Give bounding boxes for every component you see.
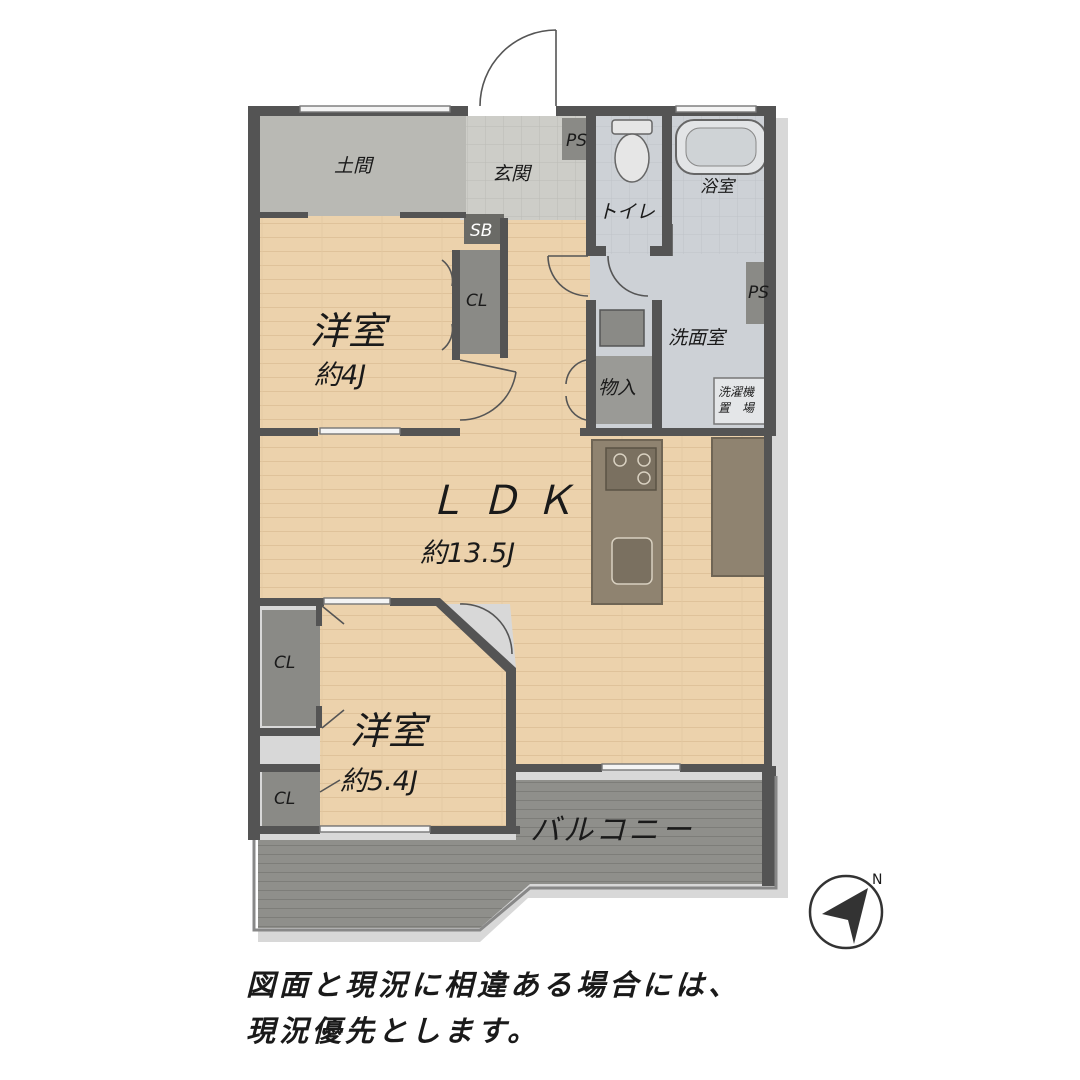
cl-3-label: CL (274, 789, 295, 809)
balcony-floor (258, 780, 772, 928)
floor-plan: 土間 玄関 PS トイレ 浴室 SB PS 洗面室 物入 洗濯機 置 場 洋室 … (248, 29, 884, 950)
disclaimer-line-1: 図面と現況に相違ある場合には、 (246, 968, 742, 1002)
ps-right-label: PS (748, 283, 769, 303)
burner-3 (637, 471, 651, 485)
sb-box (464, 214, 504, 244)
ldk-floor-lower (510, 604, 770, 768)
doors (319, 29, 673, 793)
cl-2-label: CL (274, 653, 295, 673)
sink-icon (611, 537, 653, 585)
balcony-rail (252, 776, 778, 932)
western-room-2-name: 洋室 (350, 709, 431, 753)
ldk-floor (258, 432, 770, 604)
doma-floor (258, 116, 466, 216)
compass-n-label: N (872, 872, 882, 888)
washbasin-icon (599, 309, 645, 347)
closet-2 (262, 610, 320, 726)
closet-1 (460, 250, 504, 354)
compass-icon: N (808, 872, 884, 950)
cupboard (711, 437, 771, 577)
washroom-label: 洗面室 (668, 327, 728, 349)
western-room-1-floor (258, 216, 460, 430)
toilet-tank-icon (611, 119, 653, 135)
disclaimer: 図面と現況に相違ある場合には、 現況優先とします。 (246, 962, 1046, 1054)
washer-label-2: 置 場 (718, 401, 756, 415)
windows (299, 105, 757, 833)
walls (248, 106, 776, 886)
stove-icon (605, 447, 657, 491)
ps-top-box (562, 118, 590, 160)
burner-1 (613, 453, 627, 467)
genkan-label: 玄関 (492, 163, 533, 185)
toilet-bowl-icon (614, 133, 650, 183)
toilet-label: トイレ (598, 201, 655, 223)
western-room-1-area: 約4J (314, 360, 366, 391)
bath-label: 浴室 (700, 177, 737, 197)
storage-label: 物入 (598, 377, 636, 399)
closet-3 (262, 770, 320, 826)
western-room-2-floor (320, 604, 516, 830)
bathtub-inner (685, 127, 757, 167)
storage-closet (594, 356, 652, 424)
ldk-name: ＬＤＫ (426, 478, 588, 524)
washer-label-1: 洗濯機 (718, 385, 756, 399)
balcony-label: バルコニー (530, 813, 694, 848)
burner-2 (637, 453, 651, 467)
ldk-area: 約13.5J (420, 538, 515, 569)
cl-1-label: CL (466, 291, 487, 311)
disclaimer-line-2: 現況優先とします。 (246, 1014, 541, 1048)
doma-label: 土間 (334, 155, 375, 177)
ps-top-label: PS (566, 131, 587, 151)
western-room-2-area: 約5.4J (340, 766, 418, 797)
western-room-1-name: 洋室 (310, 309, 391, 353)
sb-label: SB (470, 221, 492, 241)
